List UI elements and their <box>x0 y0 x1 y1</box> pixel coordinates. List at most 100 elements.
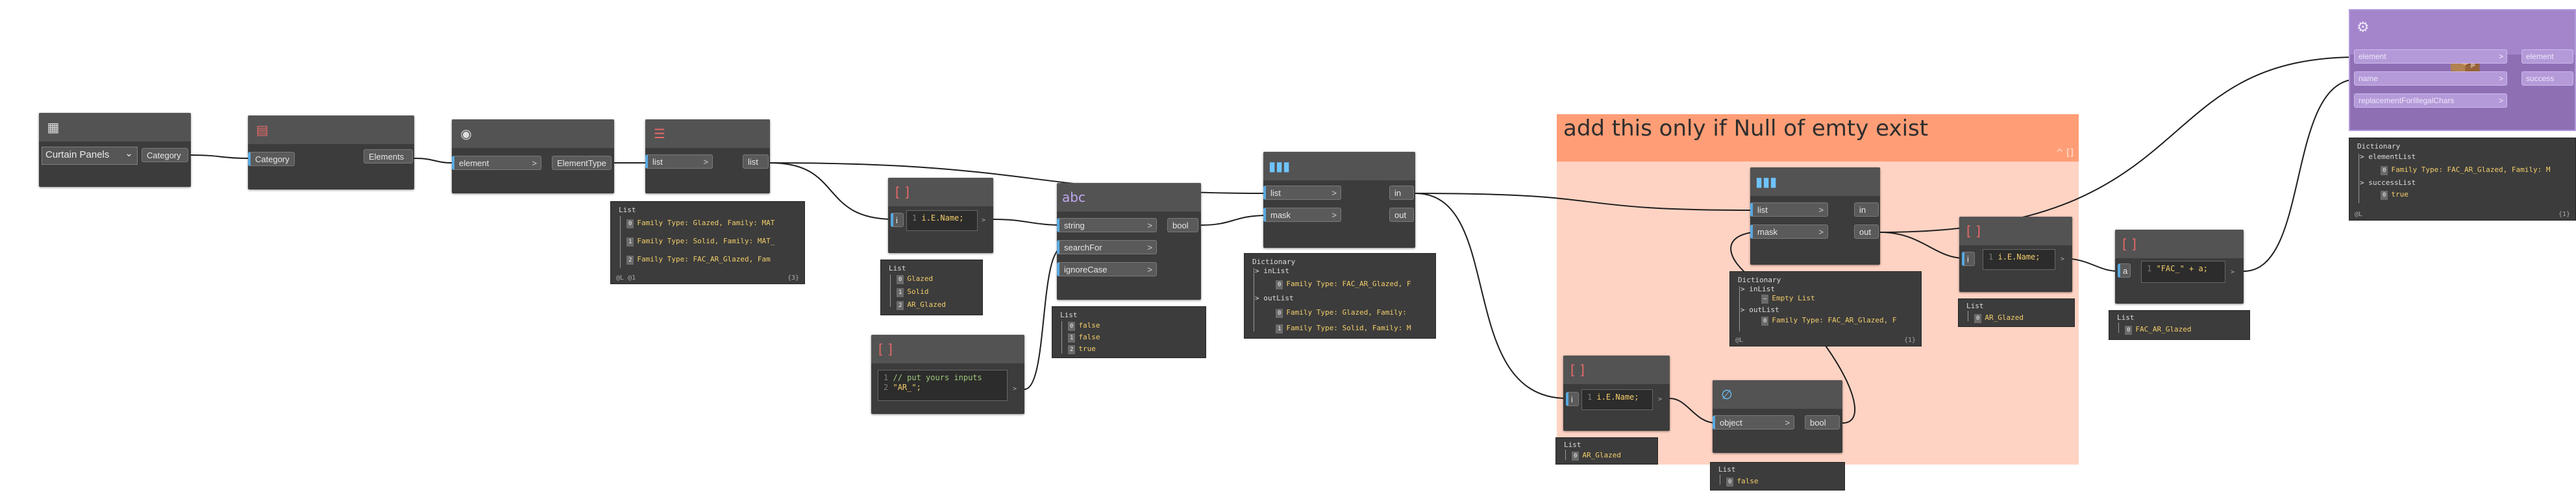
code-editor[interactable]: 1 // put yours inputs 2 "AR_"; <box>878 370 1008 401</box>
wire-filter2-to-code3[interactable] <box>1879 232 1965 259</box>
dict-key[interactable]: > elementList <box>2360 152 2416 161</box>
group-header[interactable] <box>1557 114 2079 162</box>
node-header[interactable] <box>2350 10 2575 55</box>
group-controls[interactable]: ^ [] <box>2055 148 2074 158</box>
wire-codeinput-to-contains[interactable] <box>1024 247 1064 390</box>
input-port-category[interactable]: Category <box>248 152 295 166</box>
node-header[interactable] <box>1263 152 1415 180</box>
output-port-elementtype[interactable]: ElementType <box>552 156 612 170</box>
node-header[interactable] <box>39 113 191 141</box>
code-editor[interactable]: 1 i.E.Name; <box>1581 389 1653 410</box>
input-port-ignorecase[interactable]: ignoreCase> <box>1057 262 1157 276</box>
preview-dict-2[interactable]: Dictionary > inList ―Empty List > outLis… <box>1729 271 1922 346</box>
input-port-searchfor[interactable]: searchFor> <box>1057 240 1157 254</box>
output-port[interactable]: > <box>1658 396 1663 403</box>
code-block-node-3[interactable]: [ ] i 1 i.E.Name; > <box>1959 217 2072 292</box>
input-port-i[interactable]: i <box>1566 392 1579 406</box>
output-port[interactable]: > <box>1013 385 1017 393</box>
code-editor[interactable]: 1 i.E.Name; <box>906 210 978 231</box>
node-header[interactable] <box>2115 230 2244 258</box>
node-header[interactable] <box>1959 217 2072 245</box>
input-port-mask[interactable]: mask> <box>1263 208 1341 222</box>
node-header[interactable] <box>888 178 993 206</box>
input-port-replacement[interactable]: replacementForIllegalChars> <box>2354 93 2507 108</box>
code-editor[interactable]: 1 "FAC_" + a; <box>2141 261 2225 283</box>
set-type-name-package-node[interactable]: ⚙ 📦 element> name> replacementForIllegal… <box>2349 9 2576 131</box>
code-block-node-2[interactable]: [ ] i 1 i.E.Name; > <box>1563 356 1670 431</box>
group-title[interactable]: add this only if Null of emty exist <box>1563 115 1929 141</box>
element-type-node[interactable]: ◉ element > ElementType <box>452 119 614 193</box>
code-block-node[interactable]: [ ] i 1 i.E.Name; > <box>888 178 993 253</box>
preview-row[interactable]: ―Empty List <box>1761 294 1815 304</box>
dict-key[interactable]: > outList <box>1740 306 1779 314</box>
node-header[interactable] <box>1057 183 1201 212</box>
category-dropdown[interactable]: Curtain Panels ⌄ <box>42 147 138 165</box>
input-port-list[interactable]: list > <box>645 154 713 169</box>
code-block-input-node[interactable]: [ ] 1 // put yours inputs 2 "AR_"; > <box>871 335 1024 414</box>
output-port-list[interactable]: list <box>743 154 769 169</box>
input-port-i[interactable]: i <box>891 213 904 227</box>
node-header[interactable] <box>1713 380 1842 409</box>
categories-node[interactable]: ▦ Curtain Panels ⌄ Category <box>39 113 191 187</box>
input-port-i[interactable]: i <box>1962 252 1975 266</box>
input-port-name[interactable]: name> <box>2354 71 2507 86</box>
output-port[interactable]: > <box>2231 269 2235 276</box>
object-is-null-node[interactable]: ∅ object> bool <box>1713 380 1842 453</box>
output-port-out[interactable]: out <box>1389 208 1414 222</box>
output-port[interactable]: > <box>2061 256 2065 263</box>
code-block-prefix-node[interactable]: [ ] a 1 "FAC_" + a; > <box>2115 230 2244 304</box>
wire-code1-to-contains[interactable] <box>993 219 1064 226</box>
input-port-mask[interactable]: mask> <box>1750 224 1828 239</box>
input-port-a[interactable]: a <box>2118 263 2131 278</box>
input-port-list[interactable]: list> <box>1750 202 1828 217</box>
output-port-success[interactable]: success <box>2521 71 2573 86</box>
node-header[interactable] <box>452 119 614 148</box>
wire-categories-to-elements[interactable] <box>190 154 249 159</box>
node-header[interactable] <box>248 115 414 144</box>
output-port-in[interactable]: in <box>1854 202 1879 217</box>
dict-key[interactable]: > inList <box>1740 285 1775 293</box>
filter-by-bool-mask-node-2[interactable]: ▮▮▮ list> mask> in out <box>1750 167 1880 265</box>
dict-key[interactable]: > inList <box>1255 267 1289 275</box>
code-editor[interactable]: 1 i.E.Name; <box>1983 249 2055 270</box>
input-port-list[interactable]: list> <box>1263 186 1341 200</box>
wire-code2-to-isnull[interactable] <box>1669 398 1717 424</box>
string-contains-node[interactable]: abc string> searchFor> ignoreCase> bool <box>1057 183 1201 300</box>
wire-filter1-to-code2[interactable] <box>1415 193 1568 399</box>
output-port-out[interactable]: out <box>1854 224 1879 239</box>
input-port-element[interactable]: element > <box>452 156 541 170</box>
node-header[interactable] <box>1563 356 1670 384</box>
output-port[interactable]: > <box>982 217 986 224</box>
wire-contains-to-filter1[interactable] <box>1200 215 1268 226</box>
output-port-in[interactable]: in <box>1389 186 1414 200</box>
node-header[interactable] <box>871 335 1024 363</box>
wire-list-to-code1[interactable] <box>769 162 895 220</box>
output-port-element[interactable]: element <box>2521 49 2573 64</box>
